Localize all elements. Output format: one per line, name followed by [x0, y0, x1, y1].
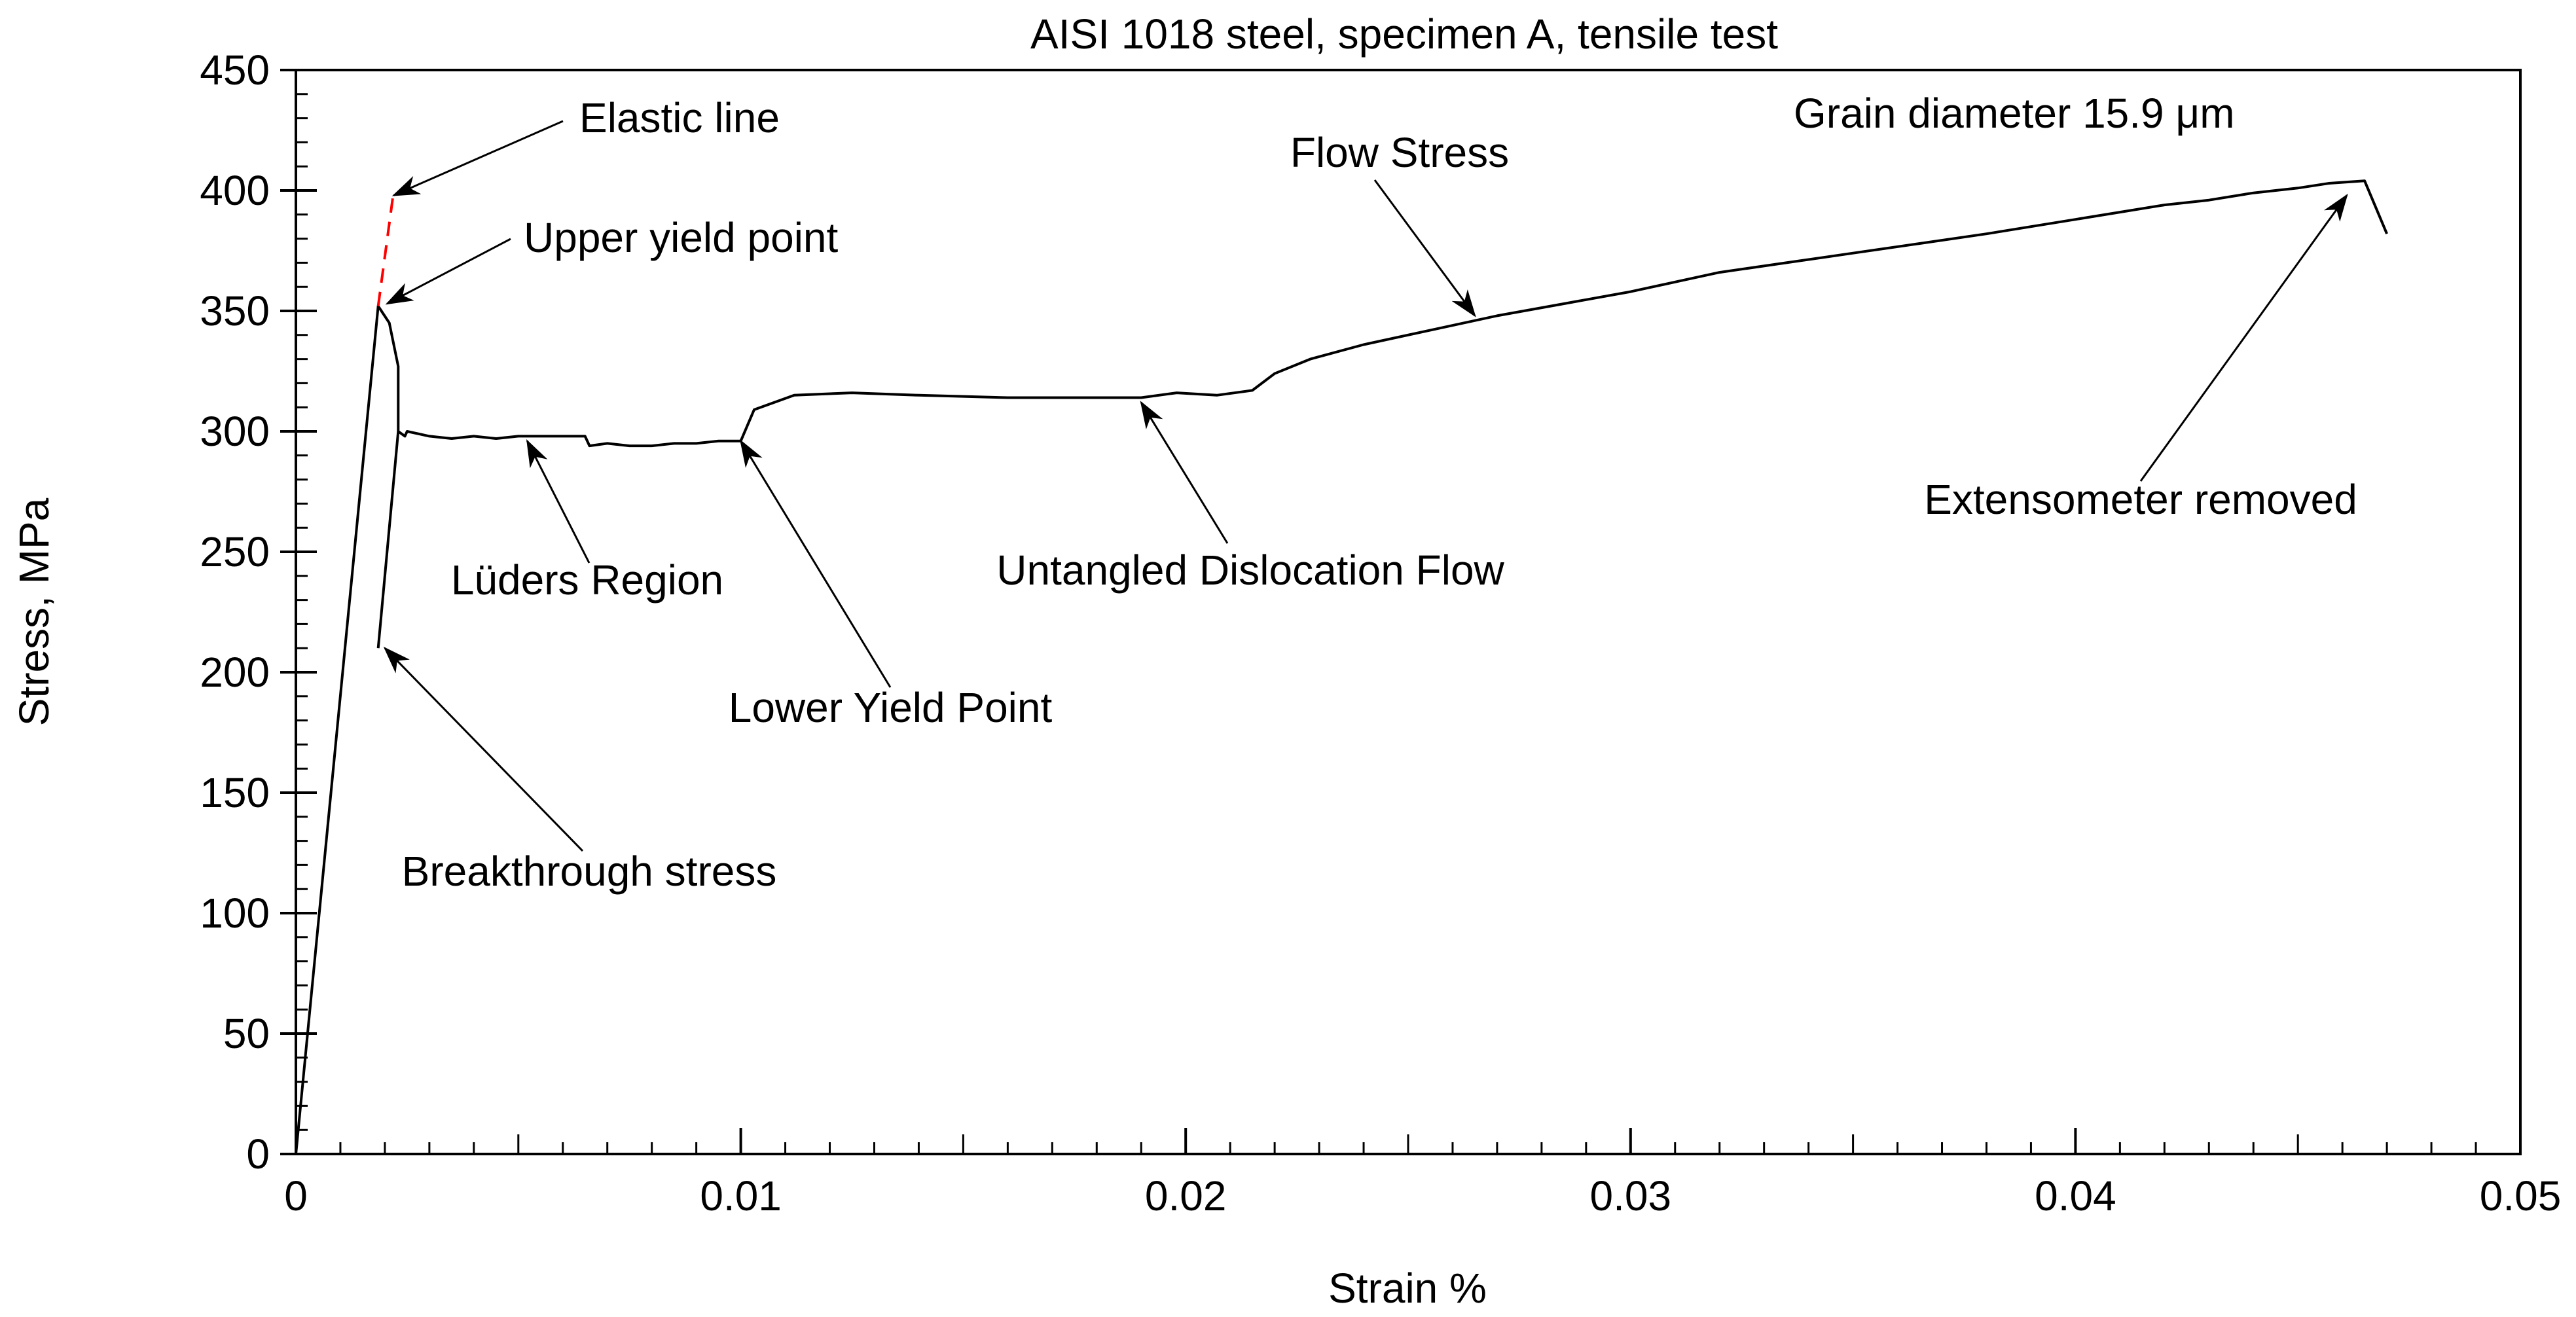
annotation-arrow: [391, 120, 564, 196]
y-tick-label: 0: [246, 1130, 270, 1178]
annotation-arrow: [383, 647, 584, 852]
annotation-label: Elastic line: [579, 94, 780, 141]
axis-ticks: [280, 69, 2522, 1155]
y-tick-label: 250: [200, 528, 270, 575]
y-tick-label: 100: [200, 890, 270, 937]
annotation-arrow: [1140, 401, 1229, 544]
y-tick-label: 300: [200, 408, 270, 455]
y-tick-label: 400: [200, 167, 270, 214]
x-axis-label: Strain %: [1328, 1265, 1487, 1312]
annotation-label: Lower Yield Point: [729, 684, 1053, 731]
chart-title: AISI 1018 steel, specimen A, tensile tes…: [1030, 10, 1778, 58]
y-tick-label: 50: [223, 1010, 270, 1057]
stress-strain-curve: [295, 179, 2388, 1155]
breakthrough-segment: [376, 431, 400, 649]
x-tick-label: 0.01: [700, 1172, 782, 1219]
elastic-line: [376, 190, 395, 306]
y-tick-label: 450: [200, 46, 270, 94]
x-tick-label: 0: [284, 1172, 308, 1219]
annotation-label: Untangled Dislocation Flow: [996, 547, 1504, 594]
annotation-arrow: [1373, 179, 1476, 317]
x-tick-label: 0.02: [1145, 1172, 1227, 1219]
annotation-label: Breakthrough stress: [402, 848, 777, 895]
x-tick-label: 0.05: [2480, 1172, 2562, 1219]
annotation-label: Upper yield point: [524, 214, 839, 261]
y-axis-label: Stress, MPa: [10, 497, 58, 726]
annotation-arrow: [740, 439, 892, 688]
annotation-arrow: [385, 238, 511, 305]
y-tick-label: 200: [200, 649, 270, 696]
annotation-arrow: [2139, 193, 2348, 482]
x-tick-label: 0.04: [2035, 1172, 2116, 1219]
annotation-label: Extensometer removed: [1924, 476, 2357, 523]
x-tick-label: 0.03: [1590, 1172, 1672, 1219]
tick-labels: 0 0.01 0.02 0.03 0.04 0.05 0 50 100 150 200 250 300 3…: [200, 46, 2561, 1219]
annotation-arrow: [526, 439, 590, 564]
annotation-label: Grain diameter 15.9 μm: [1794, 90, 2235, 137]
series-layer: [295, 179, 2388, 1155]
annotation-label: Lüders Region: [451, 556, 723, 604]
annotation-label: Flow Stress: [1290, 129, 1509, 176]
y-tick-label: 150: [200, 769, 270, 816]
y-tick-label: 350: [200, 287, 270, 334]
